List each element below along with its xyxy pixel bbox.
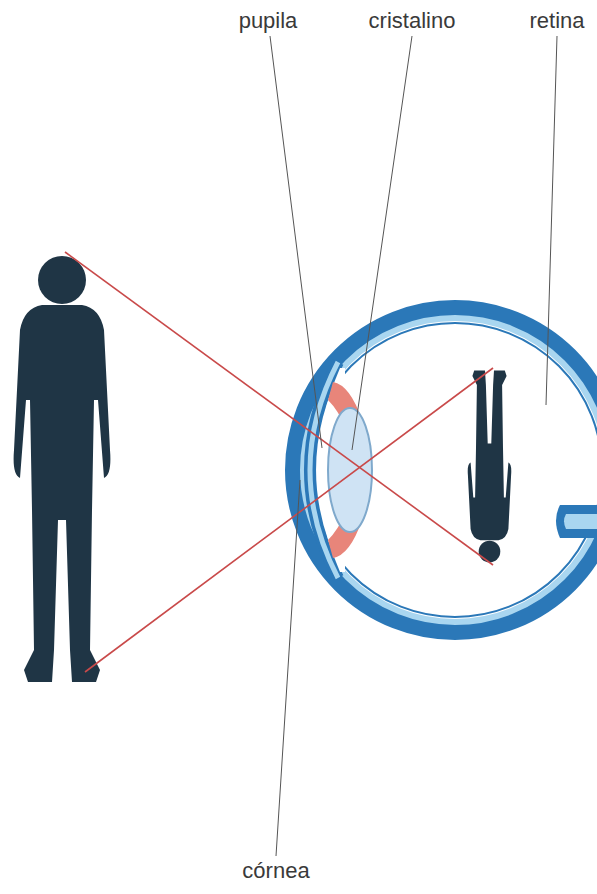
retinal-image	[468, 371, 512, 563]
leader-line	[546, 36, 557, 405]
retina-layer	[308, 323, 597, 617]
leader-line	[270, 36, 322, 448]
part-label: retina	[529, 10, 584, 32]
part-label: cristalino	[369, 10, 456, 32]
light-ray	[65, 252, 493, 565]
sclera	[293, 308, 597, 632]
light-ray	[85, 368, 493, 672]
part-label: córnea	[242, 860, 309, 882]
leader-line	[352, 36, 412, 450]
leader-line	[276, 480, 300, 856]
choroid	[303, 318, 597, 622]
optic-nerve-core	[564, 514, 597, 529]
person-silhouette	[14, 256, 111, 682]
optic-nerve	[556, 505, 597, 538]
part-label: pupila	[239, 10, 298, 32]
lens	[328, 408, 372, 532]
